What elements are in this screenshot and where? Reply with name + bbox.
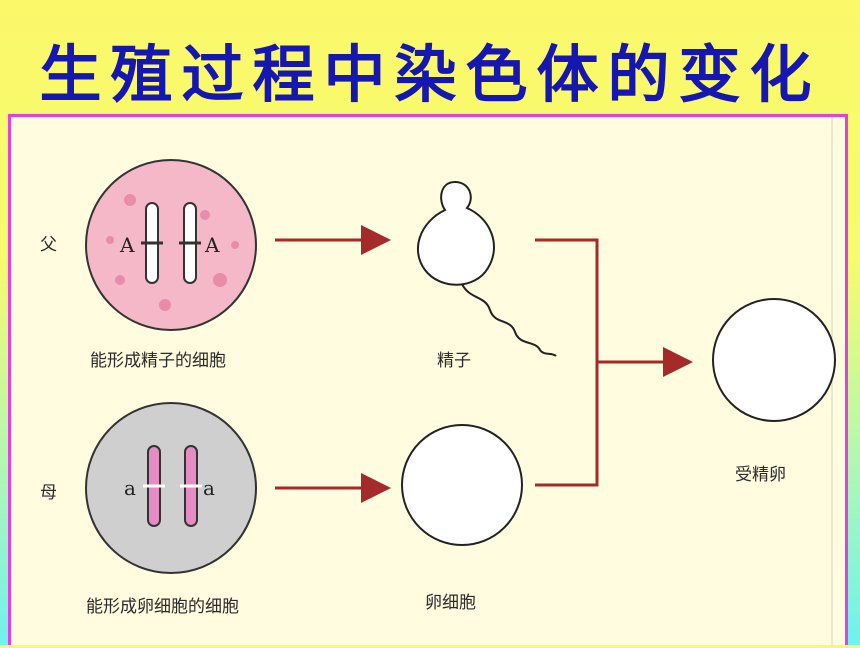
gene-father-right: A <box>204 233 220 257</box>
sperm-shape <box>416 180 557 357</box>
merge-connector <box>535 238 693 487</box>
egg-shape <box>401 424 523 546</box>
label-egg-cell-source: 能形成卵细胞的细胞 <box>86 597 239 617</box>
father-cell <box>85 159 257 331</box>
fertilized-egg-shape <box>712 298 836 422</box>
gene-father-left: A <box>119 233 135 257</box>
father-chromosome-right <box>179 202 201 284</box>
label-father: 父 <box>40 235 57 255</box>
mother-cell <box>85 402 257 574</box>
mother-chromosome-right <box>180 445 202 527</box>
frame-edge-line <box>831 117 833 648</box>
mother-chromosome-left <box>143 445 165 527</box>
label-egg: 卵细胞 <box>425 593 476 613</box>
page-title: 生殖过程中染色体的变化 <box>39 40 821 110</box>
label-sperm-cell-source: 能形成精子的细胞 <box>90 351 226 371</box>
label-fertilized-egg: 受精卵 <box>735 465 786 485</box>
gene-mother-right: a <box>203 476 215 500</box>
label-mother: 母 <box>40 483 57 503</box>
label-sperm: 精子 <box>437 351 471 371</box>
father-chromosome-left <box>141 202 163 284</box>
gene-mother-left: a <box>124 476 136 500</box>
